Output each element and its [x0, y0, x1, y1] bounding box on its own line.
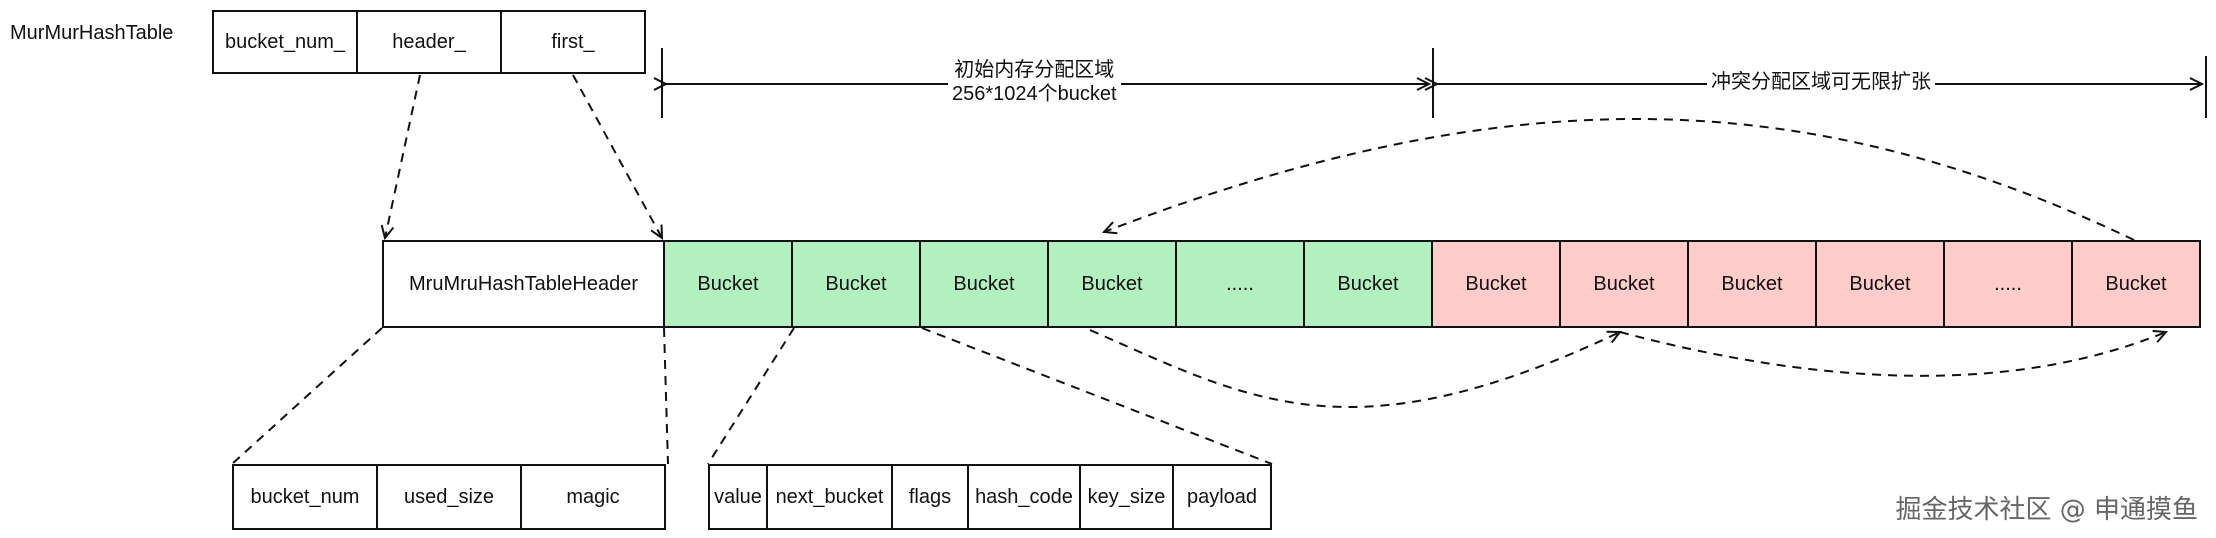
header-fields-row: bucket_num used_size magic — [232, 464, 666, 530]
field-first: first_ — [500, 10, 646, 74]
conflict-bucket: Bucket — [1687, 240, 1817, 328]
first-pointer-arrow — [572, 74, 662, 238]
bucket-field-value: value — [708, 464, 768, 530]
header-field-used-size: used_size — [376, 464, 522, 530]
bucket-expand-left — [707, 327, 795, 465]
initial-bucket: Bucket — [1303, 240, 1433, 328]
initial-region-label-line2: 256*1024个bucket — [952, 83, 1117, 105]
conflict-bucket: Bucket — [1431, 240, 1561, 328]
conflict-bucket: Bucket — [1559, 240, 1689, 328]
conflict-region-label: 冲突分配区域可无限扩张 — [1707, 70, 1935, 94]
header-expand-right — [663, 327, 669, 465]
watermark: 掘金技术社区 @ 申通摸鱼 — [1895, 495, 2198, 525]
initial-bucket: Bucket — [919, 240, 1049, 328]
memory-layout-row: MruMruHashTableHeader Bucket Bucket Buck… — [382, 240, 2201, 328]
diagram-title: MurMurHashTable — [10, 22, 174, 44]
chain-arrow-back — [1104, 118, 2135, 241]
field-header: header_ — [356, 10, 502, 74]
hashtable-struct: bucket_num_ header_ first_ — [212, 10, 646, 74]
bucket-field-payload: payload — [1172, 464, 1272, 530]
conflict-bucket: Bucket — [2071, 240, 2201, 328]
bucket-field-key-size: key_size — [1079, 464, 1174, 530]
chain-arrow-forward-1 — [1089, 329, 1620, 408]
header-field-magic: magic — [520, 464, 666, 530]
header-field-bucket-num: bucket_num — [232, 464, 378, 530]
bucket-field-hash-code: hash_code — [967, 464, 1081, 530]
field-bucket-num: bucket_num_ — [212, 10, 358, 74]
header-box: MruMruHashTableHeader — [382, 240, 665, 328]
header-pointer-arrow — [385, 74, 421, 238]
conflict-bucket: Bucket — [1815, 240, 1945, 328]
initial-region-label-line1: 初始内存分配区域 — [954, 59, 1115, 81]
conflict-bucket-ellipsis: ..... — [1943, 240, 2073, 328]
initial-bucket: Bucket — [791, 240, 921, 328]
initial-region-label: 初始内存分配区域 256*1024个bucket — [948, 58, 1121, 106]
initial-bucket: Bucket — [663, 240, 793, 328]
bucket-field-flags: flags — [891, 464, 969, 530]
chain-arrow-forward-2 — [1619, 332, 2166, 377]
initial-bucket-ellipsis: ..... — [1175, 240, 1305, 328]
header-expand-left — [231, 327, 383, 465]
bucket-expand-right — [921, 327, 1273, 465]
bucket-field-next-bucket: next_bucket — [766, 464, 893, 530]
initial-bucket: Bucket — [1047, 240, 1177, 328]
bucket-fields-row: value next_bucket flags hash_code key_si… — [708, 464, 1272, 530]
